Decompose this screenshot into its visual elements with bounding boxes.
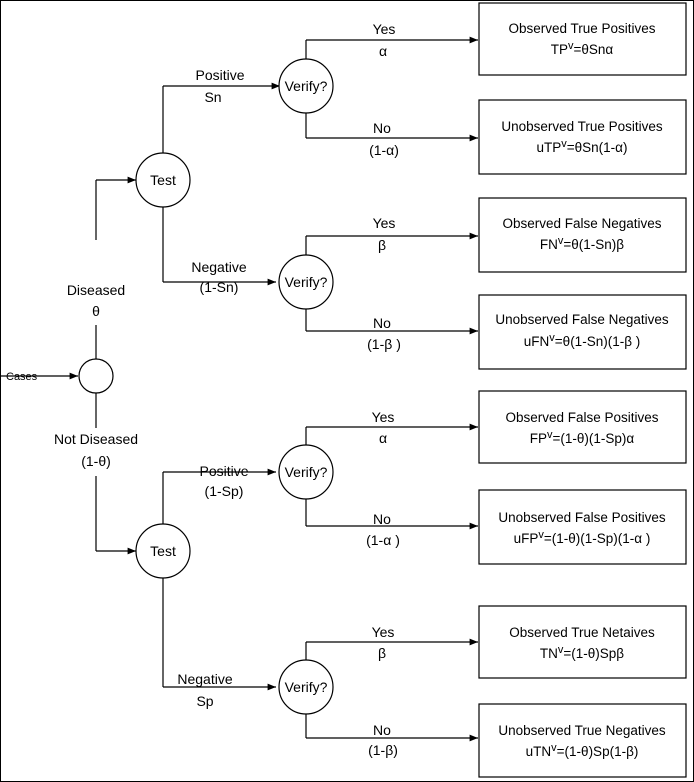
v1-no-label: No bbox=[373, 120, 391, 136]
outcome-box-6: Unobserved False Positives uFPv=(1-θ)(1-… bbox=[478, 489, 687, 565]
v1-no-prob: (1-α) bbox=[369, 142, 399, 158]
verify-node-3-label: Verify? bbox=[285, 464, 328, 480]
v3-no-label: No bbox=[373, 511, 391, 527]
diseased-label: Diseased bbox=[67, 282, 125, 298]
outcome-7-title: Observed True Netaives bbox=[509, 625, 655, 640]
outcome-4-title: Unobserved False Negatives bbox=[495, 312, 669, 327]
n-pos-prob: (1-Sp) bbox=[205, 483, 244, 499]
outcome-box-5: Observed False Positives FPv=(1-θ)(1-Sp)… bbox=[478, 390, 687, 464]
v2-yes-label: Yes bbox=[373, 215, 396, 231]
outcome-box-2: Unobserved True Positives uTPv=θSn(1-α) bbox=[478, 99, 687, 175]
n-pos-label: Positive bbox=[199, 463, 248, 479]
v4-no-label: No bbox=[373, 722, 391, 738]
outcome-8-formula: uTNv=(1-θ)Sp(1-β) bbox=[526, 742, 639, 759]
outcome-6-formula: uFPv=(1-θ)(1-Sp)(1-α ) bbox=[514, 529, 651, 546]
test-node-not-diseased-label: Test bbox=[150, 543, 176, 559]
v4-yes-prob: β bbox=[378, 645, 386, 661]
v2-no-prob: (1-β ) bbox=[367, 336, 401, 352]
not-diseased-label: Not Diseased bbox=[54, 431, 138, 447]
v2-yes-prob: β bbox=[378, 237, 386, 253]
d-neg-label: Negative bbox=[191, 259, 246, 275]
outcome-8-title: Unobserved True Negatives bbox=[498, 723, 666, 738]
outcome-1-title: Observed True Positives bbox=[508, 21, 655, 36]
d-pos-label: Positive bbox=[195, 67, 244, 83]
outcome-box-3: Observed False Negatives FNv=θ(1-Sn)β bbox=[478, 197, 687, 273]
outcome-5-formula: FPv=(1-θ)(1-Sp)α bbox=[530, 429, 635, 446]
d-neg-prob: (1-Sn) bbox=[200, 279, 239, 295]
outcome-3-formula: FNv=θ(1-Sn)β bbox=[540, 235, 624, 252]
not-diseased-prob: (1-θ) bbox=[81, 453, 111, 469]
v2-no-label: No bbox=[373, 315, 391, 331]
v3-no-prob: (1-α ) bbox=[366, 532, 400, 548]
n-neg-prob: Sp bbox=[196, 693, 213, 709]
v4-no-prob: (1-β) bbox=[368, 742, 398, 758]
outcome-2-title: Unobserved True Positives bbox=[501, 119, 663, 134]
outcome-4-formula: uFNv=θ(1-Sn)(1-β ) bbox=[524, 332, 640, 349]
outcome-box-4: Unobserved False Negatives uFNv=θ(1-Sn)(… bbox=[478, 294, 687, 370]
d-pos-prob: Sn bbox=[204, 89, 221, 105]
cases-label: Cases bbox=[6, 371, 38, 383]
outcome-box-1: Observed True Positives TPv=θSnα bbox=[478, 2, 687, 76]
v4-yes-label: Yes bbox=[372, 624, 395, 640]
outcome-7-formula: TNv=(1-θ)Spβ bbox=[540, 644, 624, 661]
verify-node-2-label: Verify? bbox=[285, 274, 328, 290]
verify-node-4-label: Verify? bbox=[285, 679, 328, 695]
outcome-5-title: Observed False Positives bbox=[505, 410, 658, 425]
outcome-2-formula: uTPv=θSn(1-α) bbox=[537, 138, 628, 155]
test-node-diseased-label: Test bbox=[150, 172, 176, 188]
diseased-prob: θ bbox=[92, 303, 100, 319]
outcome-box-8: Unobserved True Negatives uTNv=(1-θ)Sp(1… bbox=[478, 703, 687, 778]
outcome-6-title: Unobserved False Positives bbox=[498, 510, 666, 525]
v3-yes-label: Yes bbox=[372, 409, 395, 425]
cases-node bbox=[78, 358, 114, 394]
outcome-3-title: Observed False Negatives bbox=[502, 216, 661, 231]
outcome-box-7: Observed True Netaives TNv=(1-θ)Spβ bbox=[478, 605, 687, 679]
verify-node-1-label: Verify? bbox=[285, 78, 328, 94]
n-neg-label: Negative bbox=[177, 671, 232, 687]
v3-yes-prob: α bbox=[379, 430, 387, 446]
v1-yes-label: Yes bbox=[373, 21, 396, 37]
outcome-1-formula: TPv=θSnα bbox=[551, 40, 614, 57]
v1-yes-prob: α bbox=[379, 43, 387, 59]
